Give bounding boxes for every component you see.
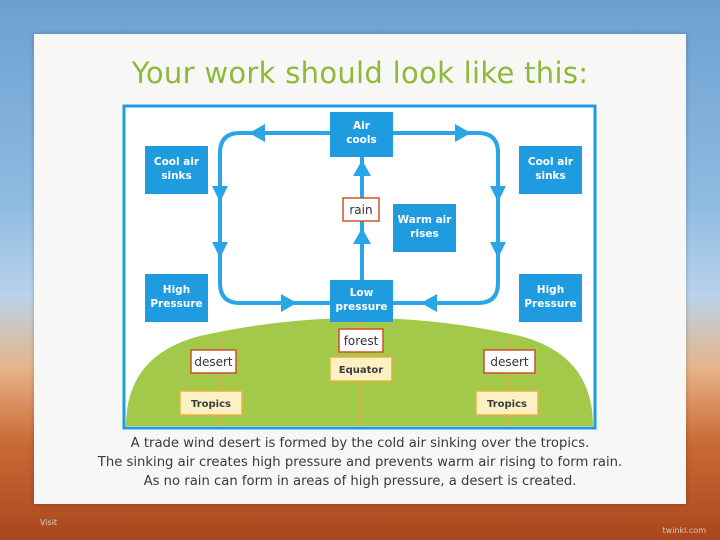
box-high-pressure-left	[145, 274, 208, 322]
svg-text:desert: desert	[194, 355, 233, 369]
label-rain	[342, 197, 380, 222]
svg-text:Tropics: Tropics	[191, 399, 231, 410]
arrow-right-down-upper-icon	[490, 186, 506, 202]
svg-text:sinks: sinks	[161, 170, 192, 182]
arrow-up-lower-icon	[353, 228, 371, 244]
caption-line-3: As no rain can form in areas of high pre…	[143, 474, 577, 489]
caption-line-1: A trade wind desert is formed by the col…	[130, 436, 590, 451]
svg-text:Tropics: Tropics	[487, 399, 527, 410]
box-high-pressure-right	[519, 274, 582, 322]
label-desert-right	[483, 349, 536, 374]
svg-text:Air: Air	[353, 120, 371, 132]
chip-tropics-left	[179, 390, 243, 416]
svg-text:rises: rises	[410, 228, 438, 240]
box-warm-air-rises	[393, 204, 456, 252]
svg-text:sinks: sinks	[535, 170, 566, 182]
svg-text:Cool air: Cool air	[154, 156, 200, 168]
box-cool-air-right	[519, 146, 582, 194]
arrow-left-bottom-icon	[281, 294, 297, 312]
svg-text:desert: desert	[490, 355, 529, 369]
arrow-right-top-icon	[455, 124, 471, 142]
svg-text:Equator: Equator	[339, 365, 384, 376]
svg-text:High: High	[163, 284, 190, 296]
svg-text:Low: Low	[350, 287, 374, 299]
svg-text:Pressure: Pressure	[150, 298, 202, 310]
caption-line-2: The sinking air creates high pressure an…	[97, 455, 623, 470]
slide-title: Your work should look like this:	[131, 56, 589, 90]
arrow-left-down-upper-icon	[212, 186, 228, 202]
svg-text:pressure: pressure	[335, 301, 387, 313]
arrow-left-top-icon	[249, 124, 265, 142]
label-desert-left	[190, 349, 237, 374]
svg-text:High: High	[537, 284, 564, 296]
svg-text:Cool air: Cool air	[528, 156, 574, 168]
svg-text:rain: rain	[349, 203, 372, 217]
arrow-right-down-lower-icon	[490, 242, 506, 258]
chip-tropics-right	[475, 390, 539, 416]
process-boxes: Air cools Cool air sinks Cool air sinks …	[145, 112, 582, 322]
latitude-chips: Equator Tropics Tropics	[179, 356, 539, 416]
footer-watermark: twinkl.com	[662, 526, 706, 535]
box-low-pressure	[330, 280, 393, 322]
box-air-cools	[330, 112, 393, 157]
box-cool-air-left	[145, 146, 208, 194]
answer-labels: rain forest desert desert	[190, 197, 536, 374]
flow-arrows	[212, 124, 506, 312]
svg-text:Pressure: Pressure	[524, 298, 576, 310]
chip-equator	[329, 356, 393, 382]
arrow-left-down-lower-icon	[212, 242, 228, 258]
label-forest	[338, 328, 384, 353]
explanation-caption: A trade wind desert is formed by the col…	[0, 434, 720, 491]
svg-text:cools: cools	[346, 134, 377, 146]
svg-text:forest: forest	[344, 334, 379, 348]
arrow-right-bottom-icon	[421, 294, 437, 312]
arrow-up-upper-icon	[353, 160, 371, 176]
svg-text:Warm air: Warm air	[398, 214, 453, 226]
footer-left-text: Visit	[40, 518, 58, 527]
